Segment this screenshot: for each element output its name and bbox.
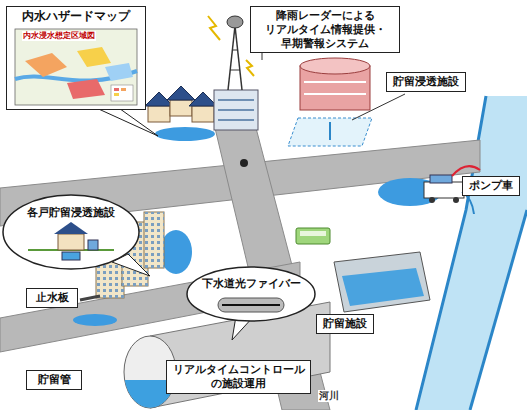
road: [240, 159, 248, 167]
radar-tower: [218, 99, 254, 101]
node-text: 貯留施設: [321, 317, 369, 331]
stop-board-label: 止水板: [26, 288, 78, 308]
pump-truck: [430, 175, 452, 183]
radar-tower: [230, 70, 240, 71]
department-store: [300, 58, 370, 74]
storage-pool: [334, 252, 430, 312]
houses: [192, 106, 214, 122]
house-roof: [54, 222, 88, 234]
node-text: 止水板: [31, 291, 73, 305]
infiltration-facility: [288, 118, 372, 146]
node-text: ポンプ車: [467, 179, 515, 193]
pump-truck: [452, 166, 480, 176]
facility-label: 貯留浸透施設: [386, 72, 466, 92]
node-text: 貯留浸透施設: [391, 75, 461, 89]
node-shape: [2, 194, 140, 270]
houses: [148, 106, 170, 122]
river-label: 河川: [318, 390, 340, 402]
pump-truck-label: ポンプ車: [462, 176, 520, 196]
house: [58, 234, 84, 250]
flood-water: [160, 230, 192, 274]
radar-tower: [218, 119, 254, 121]
houses: [170, 100, 192, 116]
infiltration-facility: [288, 94, 405, 146]
infiltration-facility: [329, 122, 331, 140]
storage-pipe-label: 貯留管: [26, 370, 82, 390]
pump-truck: [429, 197, 435, 203]
hazard-map-callout: 内水ハザードマップ: [6, 6, 146, 110]
map-zone: [25, 53, 67, 77]
node-text: リアルタイムコントロール の施設運用: [171, 363, 306, 391]
fiber-cable: [222, 304, 280, 306]
node-text: 内水ハザードマップ: [11, 9, 141, 24]
callout-ellipse: [187, 267, 315, 321]
infiltration-tank: [62, 252, 80, 260]
bus: [296, 228, 330, 244]
houses: [189, 92, 217, 106]
flood-water: [155, 127, 215, 141]
node-text: 降雨レーダーによる リアルタイム情報提供・早期警報システム: [255, 9, 395, 50]
department-store: [304, 81, 366, 83]
radar-tower: [218, 109, 254, 111]
radar-tower: [208, 16, 220, 40]
apartments: [80, 296, 100, 300]
node-shape: [186, 266, 316, 322]
radar-tower: [232, 50, 238, 51]
radar-tower: [214, 90, 258, 130]
radar-tower: [227, 16, 243, 28]
map-zone: [67, 79, 105, 99]
rain-tank: [88, 240, 98, 250]
map-legend: [114, 88, 119, 91]
department-store: [300, 58, 370, 110]
node-text: 下水道光ファイバー: [186, 277, 316, 291]
map: [15, 29, 137, 105]
apartments: [144, 212, 164, 268]
storage-facility-label: 貯留施設: [316, 314, 374, 334]
callout-ellipse: [3, 195, 139, 269]
radar-tower: [235, 26, 242, 90]
river: [470, 210, 527, 410]
houses: [145, 86, 217, 122]
map-legend: [111, 85, 133, 101]
flood-water: [73, 314, 117, 326]
household-callout: 各戸貯留浸透施設: [2, 194, 140, 270]
pump-truck: [424, 182, 464, 198]
apartments: [144, 212, 164, 268]
road: [0, 128, 480, 410]
sewer-pipe: [218, 298, 284, 312]
map-legend: [121, 88, 126, 91]
map-zone: [77, 47, 111, 67]
radar-tower: [228, 26, 235, 90]
bus: [300, 231, 326, 236]
map-legend: [114, 93, 119, 96]
pump-truck: [453, 197, 459, 203]
node-text: 貯留管: [31, 373, 77, 387]
radar-tower: [246, 60, 254, 76]
node-text: 各戸貯留浸透施設: [2, 206, 140, 220]
department-store: [304, 93, 366, 95]
bus: [296, 228, 330, 244]
radar-system-box: 降雨レーダーによる リアルタイム情報提供・早期警報システム: [250, 6, 400, 53]
houses: [167, 86, 195, 100]
infiltration-facility: [352, 94, 405, 120]
sewer-fiber-callout: 下水道光ファイバー: [186, 266, 316, 322]
callout-tails: [92, 106, 158, 136]
storage-pool: [342, 268, 424, 306]
map-title: 内水浸水想定区域図: [22, 31, 96, 41]
rtc-operation-box: リアルタイムコントロール の施設運用: [166, 360, 311, 394]
map-zone: [105, 63, 133, 81]
storage-pool: [334, 252, 430, 312]
